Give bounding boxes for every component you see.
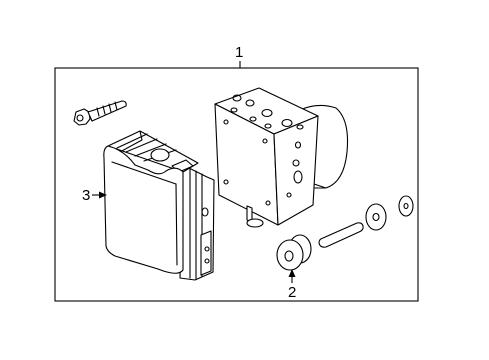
bolt: [73, 100, 127, 126]
callout-2-label[interactable]: 2: [288, 284, 296, 301]
sleeve: [318, 222, 364, 248]
washer-small: [398, 195, 414, 217]
assembly-frame: [54, 67, 419, 302]
hydraulic-unit: [214, 87, 349, 228]
callout-3-leader: [92, 191, 107, 199]
callout-3-label[interactable]: 3: [82, 187, 90, 204]
callout-1-label[interactable]: 1: [235, 44, 243, 61]
washer-large: [365, 203, 387, 231]
abs-control-module: [103, 130, 215, 281]
grommet: [276, 234, 312, 271]
callout-2-leader: [288, 269, 296, 283]
